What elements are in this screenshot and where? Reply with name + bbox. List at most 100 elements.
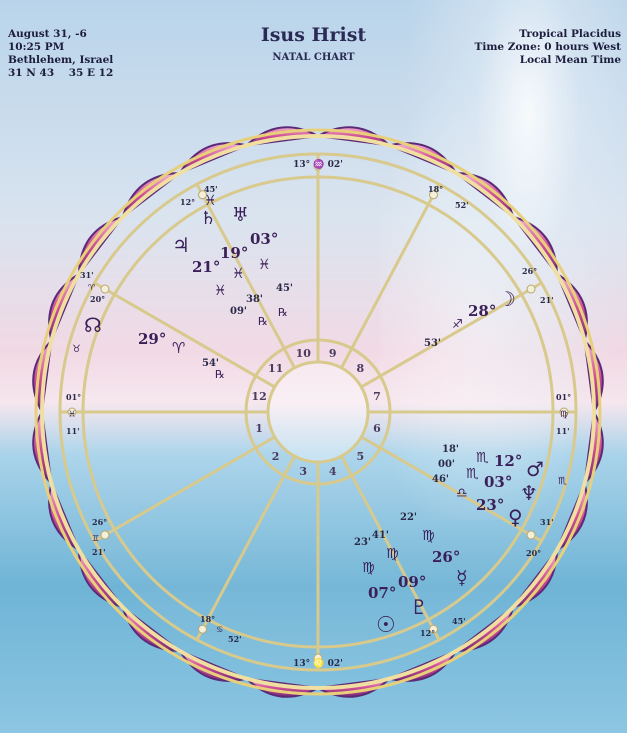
cusp-2-sign: ♊	[92, 534, 99, 543]
angel-background	[380, 0, 627, 520]
pluto-glyph: ♇	[410, 595, 428, 619]
uranus-glyph: ♅	[232, 204, 249, 226]
house-number-9: 9	[329, 347, 337, 360]
cusp-marker	[559, 407, 569, 417]
cusp-6-deg: 20°	[526, 548, 541, 558]
uranus-degree: 03°	[250, 230, 278, 248]
neptune-sign: ♏	[466, 466, 479, 482]
time-zone: Time Zone: 0 hours West	[474, 41, 621, 53]
house-number-3: 3	[299, 465, 307, 478]
cusp-asc-deg: 01°	[66, 392, 81, 402]
cusp-asc-min: 11'	[66, 426, 80, 436]
cusp-marker	[313, 653, 323, 663]
cusp-8-deg: 26°	[522, 266, 537, 276]
house-cusp-line	[93, 435, 276, 543]
house-number-2: 2	[272, 450, 280, 463]
sun-glyph: ☉	[376, 613, 396, 638]
cusp-3-deg: 18°	[200, 614, 215, 624]
cusp-mc: 13° ♒ 02'	[293, 158, 343, 170]
house-ring-inner	[266, 360, 370, 464]
cusp-ic: 13° ♌ 02'	[293, 657, 343, 669]
cusp-dsc-min: 11'	[556, 426, 570, 436]
cusp-9-deg: 18°	[428, 184, 443, 194]
moon-minutes: 53'	[424, 338, 441, 349]
mars-glyph: ♂	[526, 457, 544, 481]
cusp-dsc-sign: ♍	[560, 410, 568, 420]
house-cusp-line	[340, 183, 441, 369]
house-number-6: 6	[373, 422, 381, 435]
neptune-degree: 03°	[484, 473, 512, 491]
cusp-marker	[526, 530, 536, 540]
pisces-glyph-saturn: ♓	[232, 266, 245, 282]
house-system: Tropical Placidus	[519, 28, 621, 40]
venus-sign: ♎	[456, 486, 468, 501]
saturn-degree: 19°	[220, 244, 248, 262]
north-node-glyph: ☊	[84, 313, 102, 337]
house-number-10: 10	[296, 347, 312, 360]
neptune-glyph: ♆	[520, 481, 538, 505]
sun-degree: 07°	[368, 584, 396, 602]
moon-sign: ♐	[452, 317, 463, 331]
house-cusp-line	[93, 281, 276, 389]
cusp-sign-left: ♉	[72, 344, 81, 355]
jupiter-glyph: ♃	[172, 233, 190, 257]
cusp-8-min: 21'	[540, 295, 554, 305]
birth-time: 10:25 PM	[8, 41, 65, 53]
north-node-degree: 29°	[138, 330, 166, 348]
house-cusp-line	[195, 455, 296, 641]
cusp-5-deg: 12°	[420, 628, 435, 638]
cusp-dsc-deg: 01°	[556, 392, 571, 402]
mercury-glyph: ☿	[456, 567, 468, 589]
cusp-12-sign: ♈	[88, 283, 95, 292]
cusp-3-min: 52'	[228, 634, 242, 644]
north-node-minutes: 54'	[202, 358, 219, 369]
cusp-12-min: 31'	[80, 270, 94, 280]
house-number-4: 4	[329, 465, 337, 478]
house-number-7: 7	[373, 390, 381, 403]
chart-settings: Tropical Placidus Time Zone: 0 hours Wes…	[475, 28, 621, 67]
pisces-cusp-glyph: ♓	[204, 193, 217, 209]
mars-degree: 12°	[494, 452, 522, 470]
house-number-11: 11	[268, 362, 283, 375]
cusp-marker	[100, 284, 110, 294]
house-cusp-line	[340, 455, 441, 641]
birth-details: August 31, -6 10:25 PM Bethlehem, Israel…	[8, 28, 113, 80]
uranus-minutes: 45'	[276, 283, 293, 294]
pluto-minutes: 41'	[372, 530, 389, 541]
north-node-sign: ♈	[172, 339, 185, 357]
cusp-2-min: 21'	[92, 547, 106, 557]
chart-subtitle: NATAL CHART	[272, 52, 355, 63]
saturn-minutes: 38'	[246, 294, 263, 305]
birth-date: August 31, -6	[8, 28, 87, 40]
saturn-glyph: ♄	[200, 208, 216, 229]
birth-place: Bethlehem, Israel	[8, 54, 114, 66]
chart-title: Isus Hrist	[260, 24, 367, 46]
cusp-9-min: 52'	[455, 200, 469, 210]
cusp-marker	[428, 190, 438, 200]
venus-degree: 23°	[476, 496, 504, 514]
neptune-minutes: 00'	[438, 459, 455, 470]
cusp-marker	[67, 407, 77, 417]
cusp-5-min: 45'	[452, 616, 466, 626]
moon-glyph: ☽	[498, 287, 516, 311]
cusp-marker	[313, 161, 323, 171]
house-number-5: 5	[357, 450, 365, 463]
outer-ring	[40, 134, 596, 690]
house-cusp-line	[360, 281, 543, 389]
cusp-marker	[198, 624, 208, 634]
cusp-2-deg: 26°	[92, 517, 107, 527]
mercury-sign: ♍	[422, 528, 435, 544]
mars-minutes: 18'	[442, 444, 459, 455]
pluto-degree: 09°	[398, 573, 426, 591]
venus-glyph: ♀	[508, 505, 523, 529]
cusp-6-min: 31'	[540, 517, 554, 527]
cusp-11-deg: 12°	[180, 197, 195, 207]
birth-coords: 31 N 43 35 E 12	[8, 67, 114, 79]
cusp-marker	[198, 190, 208, 200]
venus-minutes: 46'	[432, 474, 449, 485]
sun-sign: ♍	[362, 560, 375, 576]
cusp-asc-sign: ♓	[68, 410, 76, 420]
cusp-marker	[100, 530, 110, 540]
